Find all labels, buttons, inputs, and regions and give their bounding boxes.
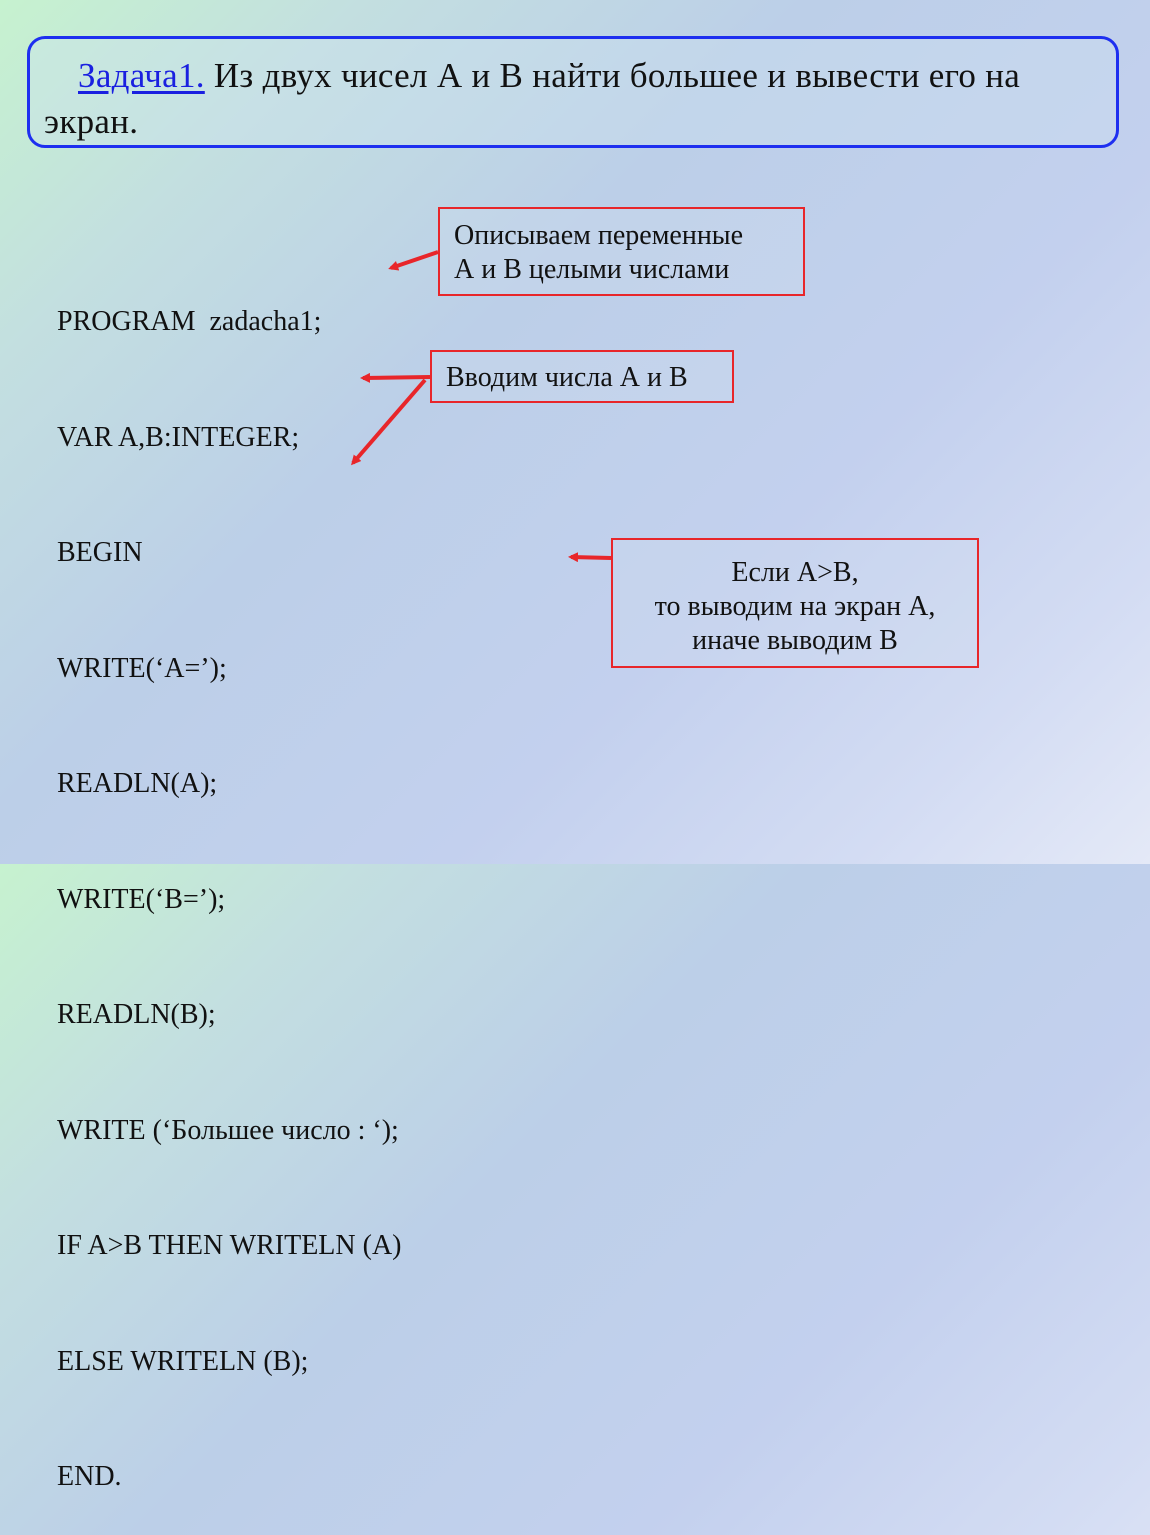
code-line: ELSE WRITELN (B); [57,1345,309,1377]
note-line: то выводим на экран А, [654,591,936,622]
task-description: Из двух чисел А и В найти большее и выве… [44,56,1021,141]
code-line: BEGIN [57,537,143,568]
code-line: VAR A,B:INTEGER; [57,421,300,453]
note-declare-variables: Описываем переменные А и В целыми числам… [438,207,805,296]
note-line: Вводим числа А и В [446,362,688,393]
note-line: Описываем переменные [454,220,744,251]
code-line: END. [57,1461,122,1492]
annotation-arrows [351,250,612,563]
code-line: WRITE(‘B=’); [57,883,226,915]
note-input-numbers: Вводим числа А и В [430,350,734,403]
arrow-input-b [351,378,427,466]
arrow-condition [568,552,612,563]
task-link[interactable]: Задача1. [78,56,205,95]
note-line: А и В целыми числами [454,254,730,285]
code-line: WRITE (‘Большее число : ‘); [57,1114,399,1146]
note-line: Если A>B, [731,557,859,588]
note-condition: Если A>B, то выводим на экран А, иначе в… [611,538,979,668]
code-line: READLN(B); [57,999,216,1030]
arrow-input-a [360,372,431,383]
code-line: IF A>B THEN WRITELN (A) [57,1230,402,1261]
note-line: иначе выводим В [692,625,898,656]
arrow-declare [388,250,439,271]
code-line: WRITE(‘A=’); [57,652,227,684]
task-statement-box: Задача1. Из двух чисел А и В найти больш… [27,36,1119,148]
task-statement: Задача1. Из двух чисел А и В найти больш… [44,53,1104,145]
code-line: PROGRAM zadacha1; [57,306,322,337]
code-line: READLN(A); [57,768,218,799]
